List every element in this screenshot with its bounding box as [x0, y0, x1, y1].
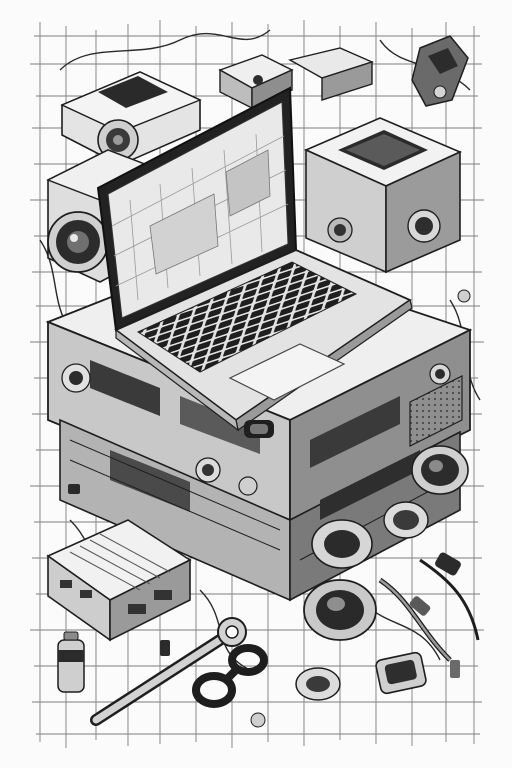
wrench	[90, 617, 247, 726]
speaker	[295, 651, 427, 701]
lens	[411, 445, 469, 495]
connector	[68, 289, 471, 728]
lens	[303, 501, 429, 641]
laptop	[96, 86, 413, 432]
connector	[192, 644, 268, 708]
cable	[378, 552, 480, 662]
camera	[60, 71, 202, 166]
drone-controller	[411, 35, 469, 107]
connector	[244, 420, 274, 438]
router-box	[46, 519, 192, 642]
connector	[218, 47, 374, 110]
monitor-box	[304, 117, 462, 274]
battery	[57, 631, 85, 693]
